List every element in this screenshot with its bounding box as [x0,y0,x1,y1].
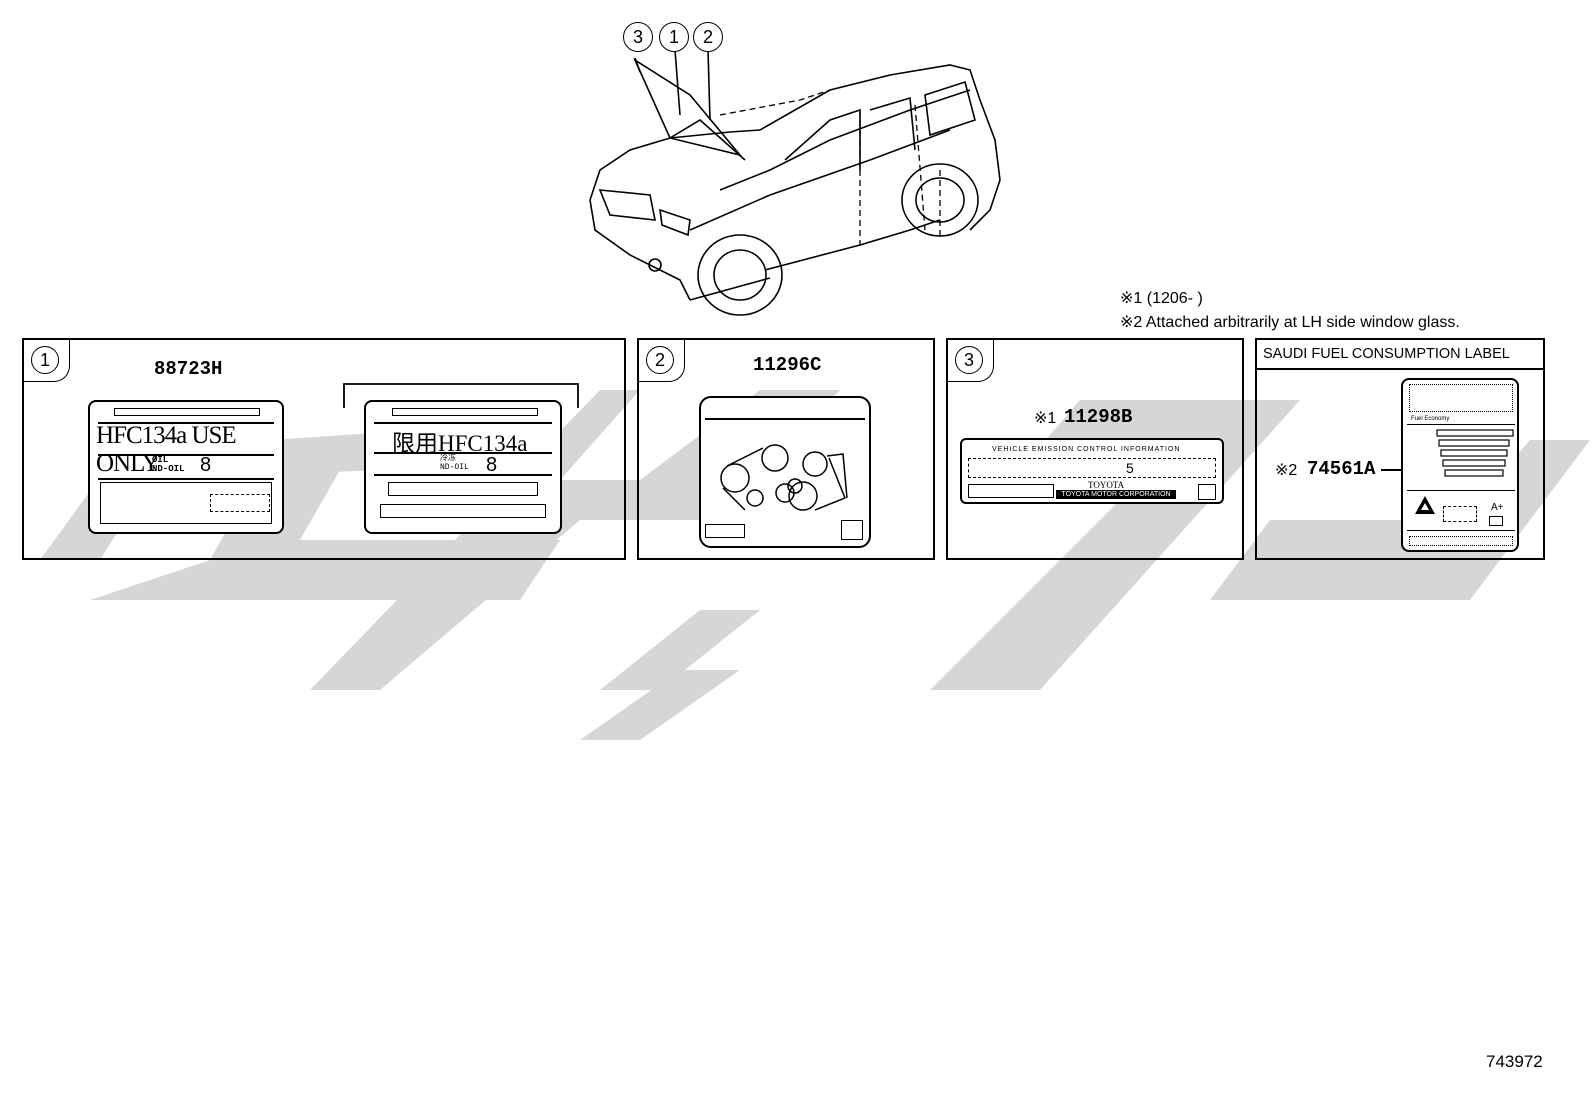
panel-2-tab [637,338,685,382]
refrigerant-label-a: HFC134a USE ONLY OIL ND-OIL 8 [88,400,284,534]
label-a-dash-box [210,494,270,512]
bracket [343,383,579,408]
emission-header: VEHICLE EMISSION CONTROL INFORMATION [992,446,1181,453]
panel-3: 3 ※1 11298B VEHICLE EMISSION CONTROL INF… [946,338,1244,560]
fuel-label-line [1407,424,1515,425]
label-a-oil-text: OIL ND-OIL [152,455,185,474]
label-b-mid-line [374,452,552,454]
label-b-oil-text: 冷冻 ND-OIL [440,454,469,472]
label-b-box-1 [388,482,538,496]
label-b-top-line [374,422,552,424]
note-2: ※2 Attached arbitrarily at LH side windo… [1120,314,1460,331]
label-b-main-text: 限用HFC134a [392,431,528,456]
panel-3-number: 3 [955,346,983,374]
panel-2: 2 11296C [637,338,935,560]
panel-4-leader [1381,469,1401,471]
emission-dash-box [968,458,1216,478]
label-a-oil-number: 8 [200,454,212,476]
emission-square [1198,484,1216,500]
fuel-rating-bars [1436,429,1514,477]
emission-logo-box [968,484,1054,498]
label-a-top-line [98,422,274,424]
panel-3-tab [946,338,994,382]
fuel-label-grade: A+ [1491,502,1504,513]
emission-label: VEHICLE EMISSION CONTROL INFORMATION 5 T… [960,438,1224,504]
label-a-low-line [98,478,274,480]
panel-4: SAUDI FUEL CONSUMPTION LABEL ※2 74561A F… [1255,338,1545,560]
panel-2-number: 2 [646,346,674,374]
fuel-label-line-2 [1407,490,1515,491]
callout-1: 1 [659,22,689,52]
emission-digit: 5 [1126,460,1134,476]
refrigerant-label-b: 限用HFC134a 冷冻 ND-OIL 8 [364,400,562,534]
panel-3-ref: ※1 [1034,410,1057,427]
part-number-88723H: 88723H [154,358,223,380]
belt-label-box-right [841,520,863,540]
part-number-74561A: 74561A [1307,458,1376,480]
label-b-oil-number: 8 [486,454,498,476]
fuel-label-line-3 [1407,530,1515,531]
fuel-label-footer [1409,536,1513,546]
emission-maker: TOYOTA [1088,480,1125,490]
belt-routing-diagram [720,444,848,511]
panel-1: 1 88723H HFC134a USE ONLY OIL ND-OIL 8 限… [22,338,626,560]
belt-routing-label [699,396,871,548]
panel-4-title-line [1257,368,1543,370]
fuel-label-small-box [1489,516,1503,526]
label-a-main-text: HFC134a USE ONLY [96,422,237,477]
part-number-11298B: 11298B [1064,406,1133,428]
fuel-label-dash-box [1443,506,1477,522]
warning-triangle-icon [1415,496,1435,514]
label-b-box-2 [380,504,546,518]
diagram-id: 743972 [1486,1052,1543,1071]
part-number-11296C: 11296C [753,354,822,376]
label-b-low-line [374,474,552,476]
panel-4-title: SAUDI FUEL CONSUMPTION LABEL [1263,346,1510,362]
panel-1-tab [22,338,70,382]
belt-label-top-line [705,418,865,420]
fuel-label-fuel-text: Fuel Economy [1411,416,1450,422]
label-a-top-bar [114,408,260,416]
panel-1-number: 1 [31,346,59,374]
callout-2: 2 [693,22,723,52]
label-a-mid-line [98,454,274,456]
fuel-label-header [1409,384,1513,412]
vehicle-illustration [589,49,1001,316]
callout-3: 3 [623,22,653,52]
label-a-lower-box [100,482,272,524]
panel-4-ref: ※2 [1275,462,1298,479]
emission-corp: TOYOTA MOTOR CORPORATION [1056,490,1176,499]
label-b-top-bar [392,408,538,416]
belt-label-box-left [705,524,745,538]
note-1: ※1 (1206- ) [1120,290,1203,307]
saudi-fuel-label: Fuel Economy A+ [1401,378,1519,552]
